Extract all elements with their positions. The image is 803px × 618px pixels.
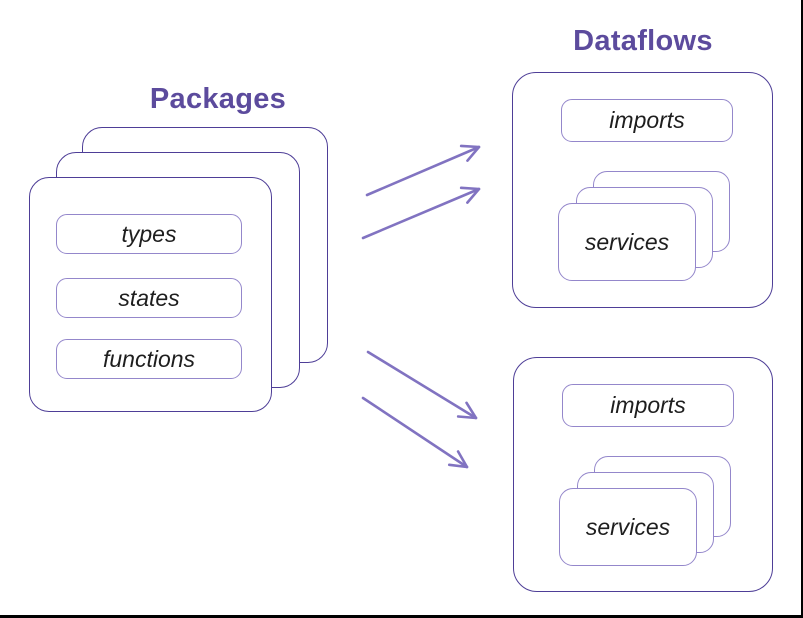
functions-box: functions — [56, 339, 242, 379]
services-label-top: services — [584, 228, 670, 255]
dataflow-container-top: imports services — [512, 72, 773, 308]
dataflows-title: Dataflows — [573, 25, 713, 57]
types-box: types — [56, 214, 242, 254]
imports-box-top: imports — [561, 99, 733, 142]
arrow-packages-to-top-dataflow-2 — [361, 186, 481, 240]
imports-box-bottom: imports — [562, 384, 734, 427]
imports-label-top: imports — [609, 107, 685, 133]
package-card-front: types states functions — [29, 177, 272, 412]
arrow-packages-to-bottom-dataflow-2 — [361, 396, 469, 469]
services-card-front-bottom: services — [559, 488, 697, 566]
imports-label-bottom: imports — [610, 392, 686, 418]
arrow-packages-to-bottom-dataflow-1 — [366, 350, 478, 420]
arrow-packages-to-top-dataflow-1 — [365, 144, 481, 197]
services-label-bottom: services — [585, 513, 671, 540]
services-card-front-top: services — [558, 203, 696, 281]
packages-title: Packages — [149, 83, 287, 115]
states-label: states — [118, 284, 180, 311]
dataflow-container-bottom: imports services — [513, 357, 773, 592]
types-label: types — [121, 220, 177, 247]
functions-label: functions — [102, 345, 196, 372]
states-box: states — [56, 278, 242, 318]
